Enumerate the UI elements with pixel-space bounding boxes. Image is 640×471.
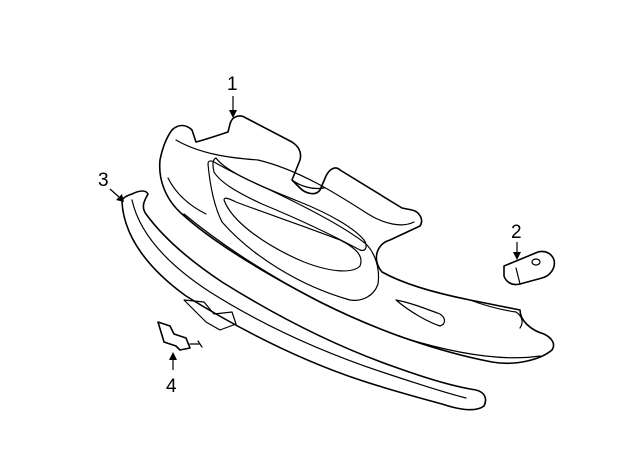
- grille-lower-lip: [183, 213, 541, 359]
- arrowhead-3: [116, 194, 124, 202]
- callout-leaders: [109, 96, 521, 370]
- grille-notch: [291, 179, 325, 190]
- bracket-hole: [531, 258, 541, 266]
- grille-side-slot-left: [167, 177, 207, 215]
- arrowhead-1: [229, 110, 237, 118]
- grille-outer-body: [158, 115, 555, 365]
- bracket-body: [503, 250, 556, 286]
- bracket-flange: [515, 267, 521, 285]
- clip-body: [157, 321, 191, 351]
- grille-opening-lower: [223, 197, 362, 272]
- grille-surround: [207, 160, 380, 301]
- callout-1: 1: [227, 74, 238, 95]
- arrowhead-4: [169, 352, 177, 360]
- grille-right-tab: [469, 299, 523, 329]
- clip-part[interactable]: [157, 321, 203, 351]
- grille-side-slot-right: [395, 299, 446, 327]
- callout-2: 2: [511, 222, 522, 243]
- grille-opening-upper: [212, 157, 367, 251]
- grille-part[interactable]: [158, 115, 555, 365]
- molding-part[interactable]: [121, 190, 487, 411]
- molding-tab: [183, 299, 237, 331]
- bracket-part[interactable]: [503, 250, 556, 286]
- arrowhead-2: [513, 252, 521, 260]
- molding-inner-edge: [131, 199, 467, 399]
- molding-strip: [121, 190, 487, 411]
- clip-pin: [189, 340, 203, 348]
- grille-upper-edge: [175, 139, 415, 226]
- callout-4: 4: [166, 376, 177, 397]
- callout-3: 3: [98, 170, 109, 191]
- leader-3: [109, 188, 120, 198]
